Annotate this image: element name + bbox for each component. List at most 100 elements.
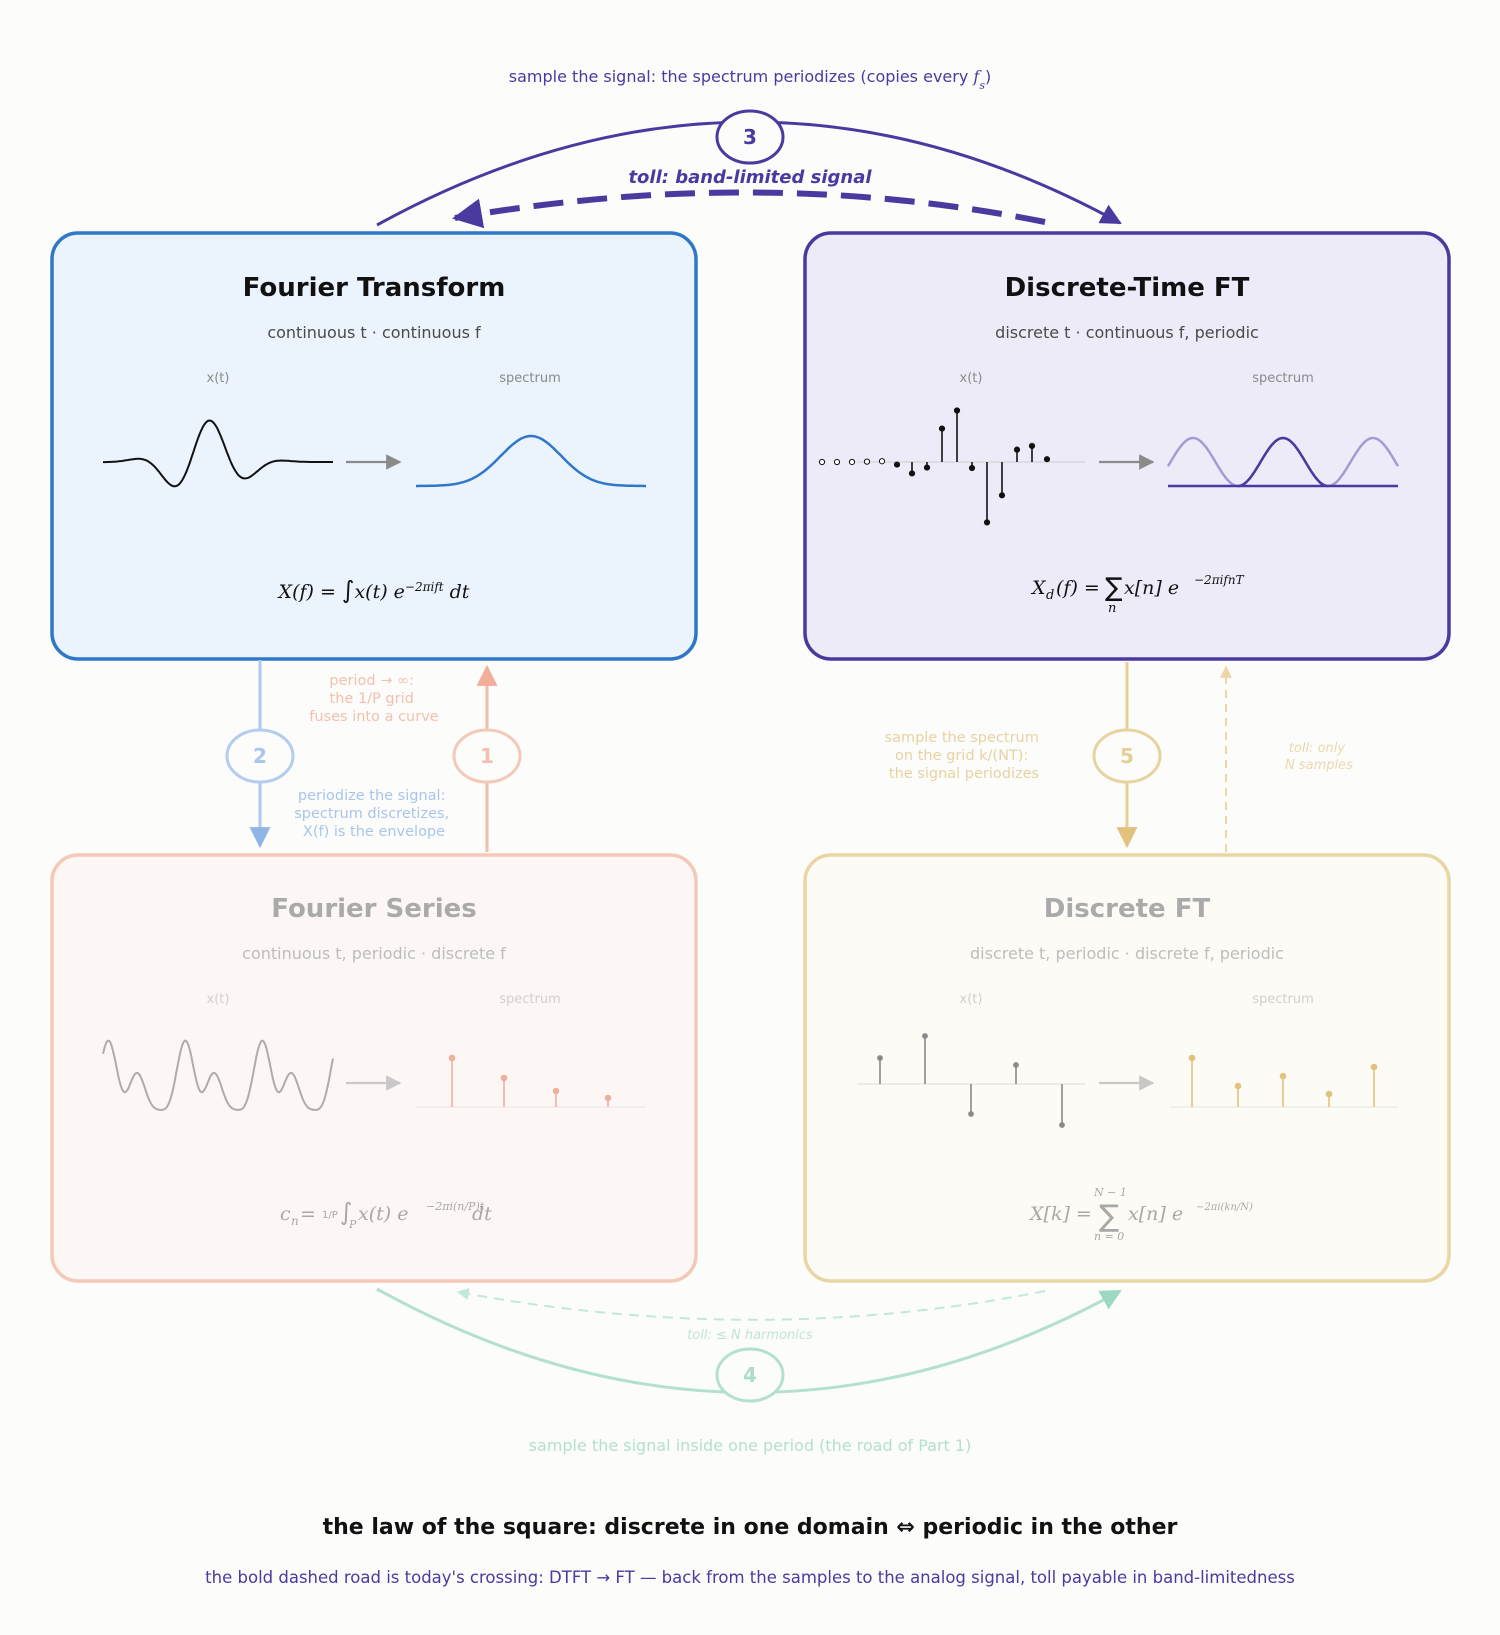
ft-subtitle: continuous t · continuous f (267, 323, 481, 342)
road-3-badge (715, 109, 785, 165)
road-4-number: 4 (743, 1363, 757, 1387)
fs-harmonic-1-tip (500, 1074, 508, 1082)
dft-line-0-tip (1188, 1054, 1196, 1062)
fs-spectral-lines (448, 1054, 612, 1107)
ft-signal-wave (103, 419, 333, 488)
dft-xlabel: x(t) (960, 992, 983, 1007)
svg-text:dt: dt (472, 1203, 492, 1225)
dtft-sample-4-tip (878, 458, 886, 465)
road-2-badge (225, 728, 295, 784)
road-2-number: 2 (253, 744, 267, 768)
dtft-sample-7-tip (923, 464, 931, 471)
fs-formula: c n = 1/P ∫ P x(t) e −2πi(n/P)t dt (280, 1198, 492, 1231)
dft-sample-4-tip (1059, 1122, 1065, 1128)
dtft-sample-5-tip (893, 461, 901, 468)
svg-text:−2πi(kn/N): −2πi(kn/N) (1196, 1202, 1253, 1213)
ft-xlabel: x(t) (207, 371, 230, 386)
svg-text:P: P (348, 1218, 357, 1231)
box-discrete-time-ft: Discrete-Time FT discrete t · continuous… (803, 231, 1451, 661)
fs-title: Fourier Series (271, 894, 477, 924)
dtft-xlabel: x(t) (960, 371, 983, 386)
dft-spectral-lines (1188, 1054, 1378, 1107)
dft-sample-0-tip (877, 1055, 883, 1061)
dtft-spectrum-label: spectrum (1252, 371, 1314, 386)
top-caption: sample the signal: the spectrum periodiz… (509, 67, 991, 92)
fs-harmonic-2-tip (552, 1087, 560, 1095)
box-fourier-transform: Fourier Transform continuous t · continu… (50, 231, 698, 661)
svg-text:=: = (300, 1203, 316, 1225)
svg-text:N − 1: N − 1 (1093, 1186, 1127, 1199)
svg-text:X: X (1030, 577, 1047, 599)
dft-sample-1-tip (922, 1033, 928, 1039)
footer-note: the bold dashed road is today's crossing… (205, 1568, 1295, 1587)
road-5-label: sample the spectrum on the grid k/(NT): … (885, 730, 1044, 782)
road-3-toll: toll: band-limited signal (628, 167, 872, 188)
road-1-number: 1 (480, 744, 494, 768)
svg-text:∑: ∑ (1105, 573, 1123, 603)
ft-formula: X(f) = ∫x(t) e−2πift dt (277, 576, 470, 604)
dtft-formula: X d (f) = ∑ n x[n] e −2πifnT (1030, 573, 1245, 616)
fs-subtitle: continuous t, periodic · discrete f (242, 944, 506, 963)
fs-spectrum-label: spectrum (499, 992, 561, 1007)
svg-text:x[n] e: x[n] e (1124, 577, 1179, 599)
road-4-badge (715, 1347, 785, 1403)
dtft-sample-3-tip (863, 458, 871, 465)
svg-text:n = 0: n = 0 (1094, 1230, 1124, 1243)
road-5-number: 5 (1120, 744, 1134, 768)
road-3-dashed-return-arrow (452, 189, 1046, 229)
road-3-number: 3 (743, 125, 757, 149)
dtft-title: Discrete-Time FT (1005, 273, 1250, 303)
dtft-sample-0-tip (818, 458, 826, 466)
dft-line-2-tip (1279, 1072, 1287, 1080)
dft-formula: X[k] = N − 1 ∑ n = 0 x[n] e −2πi(kn/N) (1028, 1186, 1253, 1243)
road-4-dashed-return-arrow (456, 1288, 1046, 1321)
dtft-sample-6-tip (908, 470, 916, 477)
road-4-caption: sample the signal inside one period (the… (529, 1436, 972, 1455)
road-1-label: period → ∞: the 1/P grid fuses into a cu… (309, 673, 439, 725)
dtft-sample-12-tip (998, 492, 1006, 499)
dtft-sample-10-tip (968, 464, 976, 472)
fs-periodic-signal (102, 1039, 334, 1111)
fs-harmonic-3-tip (604, 1094, 612, 1102)
ft-spectrum-curve (416, 434, 646, 488)
road-4-toll: toll: ≤ N harmonics (687, 1328, 813, 1343)
dtft-sample-1-tip (833, 458, 841, 466)
dft-title: Discrete FT (1044, 894, 1211, 924)
dft-spectrum-label: spectrum (1252, 992, 1314, 1007)
dft-sample-2-tip (968, 1111, 974, 1117)
svg-text:−2πifnT: −2πifnT (1194, 573, 1245, 587)
dft-sample-stems (877, 1033, 1065, 1128)
road-2-label: periodize the signal: spectrum discretiz… (294, 788, 454, 840)
ft-title: Fourier Transform (243, 273, 506, 303)
law-of-the-square: the law of the square: discrete in one d… (323, 1515, 1178, 1540)
svg-text:1/P: 1/P (322, 1210, 338, 1221)
dtft-sample-14-tip (1028, 442, 1036, 450)
dft-line-1-tip (1234, 1082, 1242, 1090)
dtft-subtitle: discrete t · continuous f, periodic (995, 323, 1259, 342)
fs-xlabel: x(t) (207, 992, 230, 1007)
svg-text:n: n (1108, 601, 1116, 616)
road-5-toll: toll: only N samples (1285, 741, 1353, 773)
ft-spectrum-label: spectrum (499, 371, 561, 386)
svg-text:(f) =: (f) = (1056, 577, 1100, 599)
dft-line-3-tip (1325, 1090, 1333, 1098)
road-1-badge (452, 728, 522, 784)
svg-text:∑: ∑ (1099, 1199, 1119, 1234)
box-fourier-series: Fourier Series continuous t, periodic · … (50, 853, 698, 1283)
dft-subtitle: discrete t, periodic · discrete f, perio… (970, 944, 1284, 963)
dtft-spectrum-curve (1237, 436, 1329, 488)
dtft-sample-stems (818, 407, 1051, 526)
dtft-sample-2-tip (848, 458, 856, 466)
svg-text:c: c (280, 1203, 291, 1225)
svg-text:∫: ∫ (340, 1198, 353, 1226)
dtft-sample-9-tip (953, 407, 961, 414)
box-discrete-ft: Discrete FT discrete t, periodic · discr… (803, 853, 1451, 1283)
dtft-sample-11-tip (983, 519, 991, 526)
dtft-sample-8-tip (938, 425, 946, 432)
fs-harmonic-0-tip (448, 1054, 456, 1062)
svg-text:X[k] =: X[k] = (1028, 1203, 1092, 1225)
svg-text:x(t) e: x(t) e (358, 1203, 408, 1225)
dft-line-4-tip (1370, 1063, 1378, 1071)
